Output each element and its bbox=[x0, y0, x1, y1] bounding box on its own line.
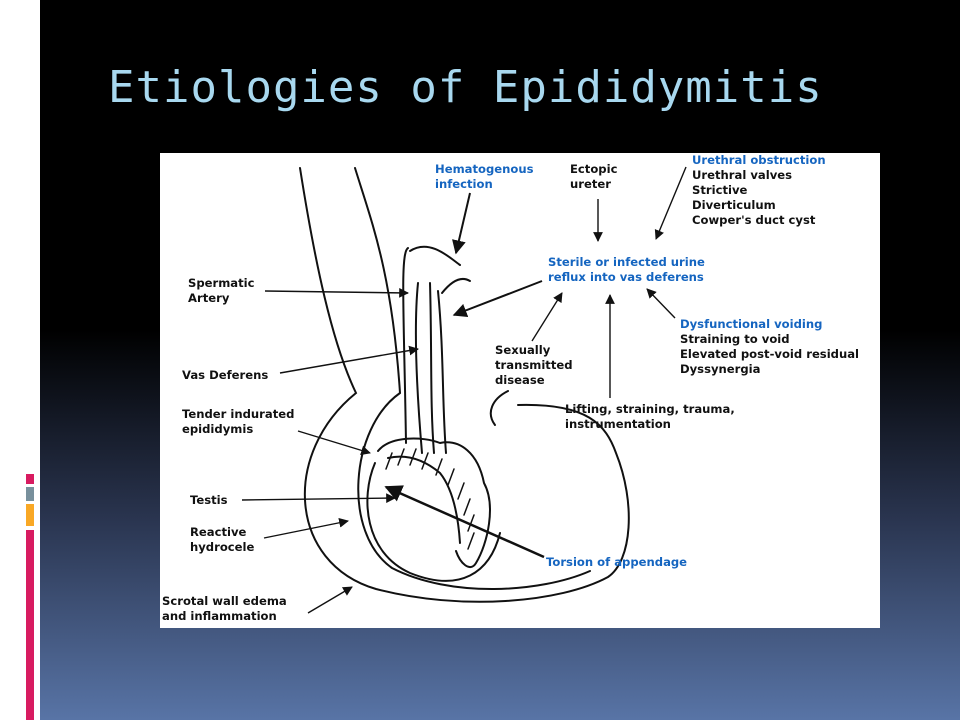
arrow-hydrocele bbox=[263, 517, 349, 539]
epididymis-inner bbox=[387, 455, 461, 544]
arrow-urethral-obstruction bbox=[654, 166, 687, 240]
arrows bbox=[241, 166, 687, 614]
arrow-tender-epididymis bbox=[297, 430, 371, 456]
arrow-scrotal-wall bbox=[307, 586, 353, 614]
left-body-contour bbox=[354, 167, 401, 394]
inner-hydrocele-outline bbox=[357, 392, 591, 590]
label-testis: Testis bbox=[190, 493, 228, 507]
epididymis-hatch-marks bbox=[385, 448, 475, 550]
accent-bar-4 bbox=[26, 530, 34, 720]
cord-top-cap bbox=[409, 245, 461, 266]
arrow-reflux-to-cord bbox=[452, 280, 543, 317]
epididymis-outline bbox=[377, 437, 491, 569]
outer-scrotal-outline bbox=[299, 167, 630, 603]
inner-curve bbox=[489, 390, 509, 426]
arrow-spermatic-artery bbox=[264, 287, 409, 298]
arrow-vas-deferens bbox=[279, 345, 419, 374]
cord-top-loop bbox=[441, 277, 471, 294]
accent-bar-1 bbox=[26, 474, 34, 484]
arrow-std bbox=[531, 292, 563, 342]
spermatic-cord-left bbox=[414, 282, 423, 454]
arrow-testis bbox=[241, 493, 396, 504]
arrow-torsion bbox=[384, 485, 545, 559]
left-sidebar-strip bbox=[0, 0, 40, 720]
spermatic-cord-outer bbox=[402, 247, 409, 444]
accent-bar-2 bbox=[26, 487, 34, 501]
arrow-dysfunctional-voiding bbox=[646, 288, 676, 319]
label-lifting: Lifting, straining, trauma,instrumentati… bbox=[565, 402, 735, 431]
label-vas-deferens: Vas Deferens bbox=[182, 368, 268, 382]
arrow-hematogenous bbox=[452, 192, 471, 255]
vas-deferens-tube-1 bbox=[429, 282, 435, 454]
label-torsion: Torsion of appendage bbox=[546, 555, 687, 569]
slide-title: Etiologies of Epididymitis bbox=[108, 62, 823, 113]
accent-bar-3 bbox=[26, 504, 34, 526]
testis-outline bbox=[366, 462, 501, 582]
label-urethral-obstruction: Urethral obstruction Urethral valves Str… bbox=[692, 153, 830, 227]
label-dysfunctional-voiding: Dysfunctional voiding Straining to void … bbox=[680, 317, 863, 376]
vas-deferens-tube-2 bbox=[437, 290, 447, 454]
scrotum-anatomy-drawing bbox=[299, 167, 630, 603]
